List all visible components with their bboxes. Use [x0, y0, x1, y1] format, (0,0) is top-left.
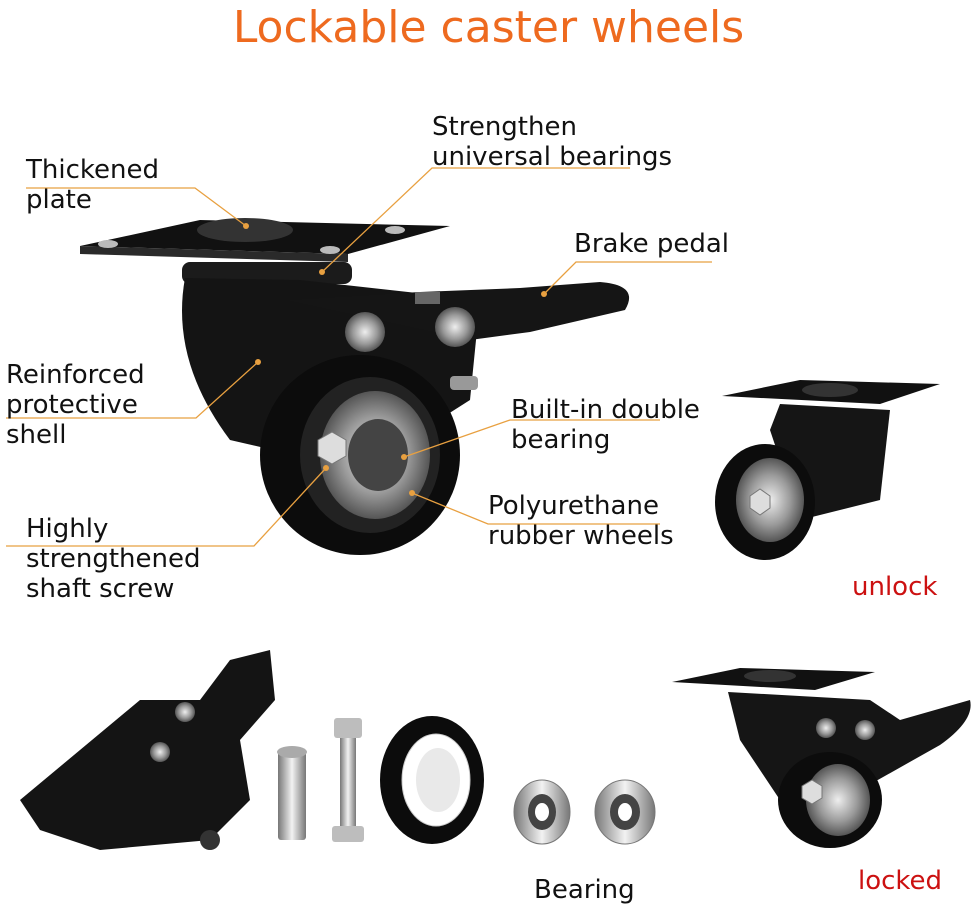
label-double-bearing: Built-in double bearing	[511, 395, 700, 455]
state-unlock: unlock	[852, 572, 938, 602]
label-rubber-wheels: Polyurethane rubber wheels	[488, 491, 674, 551]
label-line: strengthened	[26, 544, 201, 574]
label-bearing: Bearing	[534, 875, 635, 905]
page-title: Lockable caster wheels	[232, 2, 745, 53]
label-thickened-plate: Thickened plate	[26, 155, 159, 215]
label-line: Highly	[26, 514, 109, 544]
label-protective-shell: Reinforced protective shell	[6, 360, 145, 450]
label-line: Strengthen	[432, 112, 577, 142]
leader-dots	[243, 223, 547, 496]
label-line: rubber wheels	[488, 521, 674, 551]
label-line: protective	[6, 390, 138, 420]
label-brake-pedal: Brake pedal	[574, 229, 730, 259]
exploded-parts	[20, 650, 656, 850]
state-locked: locked	[858, 866, 943, 896]
label-line: plate	[26, 185, 92, 215]
label-line: shell	[6, 420, 67, 450]
label-line: universal bearings	[432, 142, 673, 172]
unlock-caster	[715, 380, 940, 560]
label-line: Reinforced	[6, 360, 145, 390]
locked-caster	[672, 668, 971, 848]
label-line: shaft screw	[26, 574, 175, 604]
label-line: Thickened	[26, 155, 159, 185]
leader-lines	[6, 167, 712, 547]
label-shaft-screw: Highly strengthened shaft screw	[26, 514, 200, 604]
label-line: Polyurethane	[488, 491, 659, 521]
label-universal-bearings: Strengthen universal bearings	[432, 112, 672, 172]
label-line: Built-in double	[511, 395, 700, 425]
label-line: bearing	[511, 425, 611, 455]
